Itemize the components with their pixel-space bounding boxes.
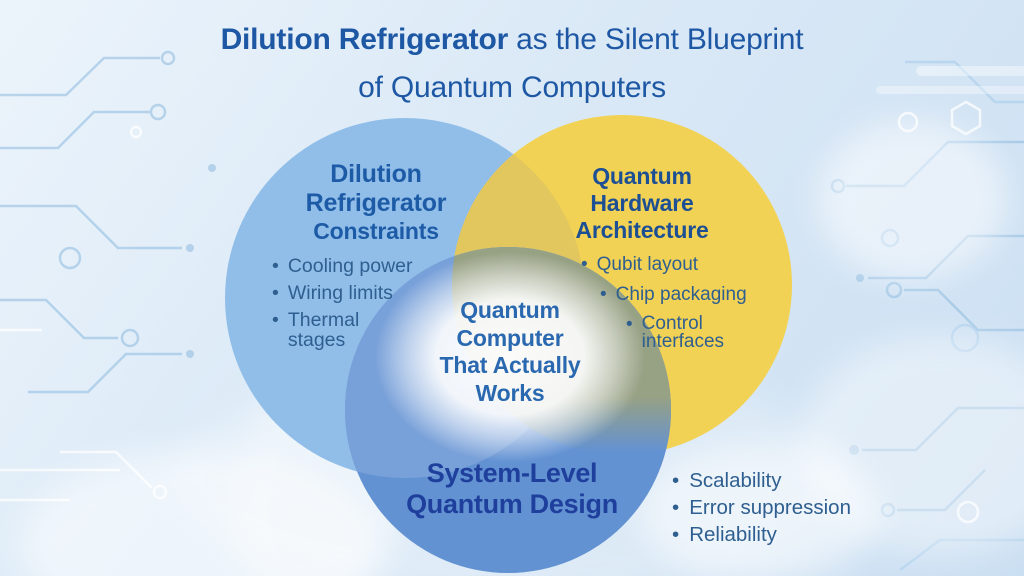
heading-line: Architecture <box>575 217 709 243</box>
bullet-item: • Chip packaging <box>600 284 747 305</box>
heading-line: Constraints <box>313 218 439 244</box>
right-circle-heading: Quantum Hardware Architecture <box>494 163 790 244</box>
center-intersection-label: Quantum Computer That Actually Works <box>395 297 625 407</box>
left-circle-bullets: • Cooling power • Wiring limits • Therma… <box>272 256 412 357</box>
bullet-icon: • <box>272 255 279 277</box>
left-circle-heading: Dilution Refrigerator Constraints <box>226 160 526 246</box>
bullet-item: • Scalability <box>672 469 782 492</box>
bullet-item: • Wiring limits <box>272 282 393 304</box>
bullet-item: • Reliability <box>672 523 777 546</box>
title-line1-rest: as the Silent Blueprint <box>508 23 804 56</box>
bullet-item: • Thermal stages <box>272 309 360 351</box>
center-line: Works <box>475 379 545 406</box>
bullet-icon: • <box>672 469 680 492</box>
heading-line: Quantum Design <box>406 489 618 519</box>
title-line1: Dilution Refrigerator as the Silent Blue… <box>0 16 1024 64</box>
bullet-icon: • <box>272 282 279 304</box>
bullet-icon: • <box>672 496 680 519</box>
bullet-item: • Cooling power <box>272 255 413 277</box>
bullet-item: • Error suppression <box>672 496 851 519</box>
heading-line: Hardware <box>590 190 694 216</box>
bullet-icon: • <box>272 309 279 331</box>
title-line2: of Quantum Computers <box>358 71 666 104</box>
bullet-icon: • <box>626 314 633 335</box>
main-title: Dilution Refrigerator as the Silent Blue… <box>0 16 1024 112</box>
heading-line: Dilution <box>330 160 422 188</box>
bullet-item: • Qubit layout <box>581 254 699 275</box>
bullet-icon: • <box>581 254 588 275</box>
heading-line: Quantum <box>592 163 692 189</box>
center-line: Quantum <box>460 297 560 323</box>
heading-line: Refrigerator <box>305 188 447 217</box>
bottom-circle-heading: System-Level Quantum Design <box>360 458 664 520</box>
center-highlight <box>375 252 645 462</box>
heading-line: System-Level <box>426 458 598 488</box>
bullet-icon: • <box>672 523 680 546</box>
bullet-item: • Control interfaces <box>626 313 725 352</box>
bullet-icon: • <box>600 284 607 305</box>
center-line: Computer <box>456 324 564 351</box>
center-line: That Actually <box>439 352 581 378</box>
title-emphasis: Dilution Refrigerator <box>220 23 509 56</box>
bottom-circle-bullets: • Scalability • Error suppression • Reli… <box>672 470 851 551</box>
circuit-pattern-left <box>0 50 216 502</box>
